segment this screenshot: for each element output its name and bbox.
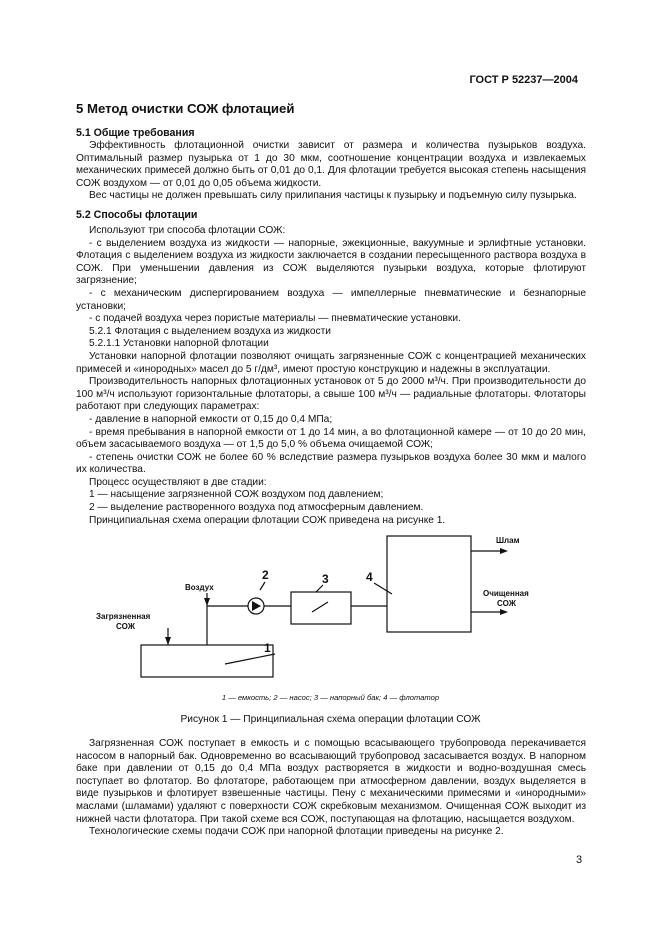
paragraph: Технологические схемы подачи СОЖ при нап… [89,826,504,838]
number-label-3: 3 [322,572,329,586]
list-item: - давление в напорной емкости от 0,15 до… [89,413,333,425]
list-item: - степень очистки СОЖ не более 60 % всле… [76,451,586,476]
clean-sozh-label-line1: Очищенная [483,589,529,598]
pressure-tank-mark [311,601,329,613]
list-item: - время пребывания в напорной емкости от… [76,426,586,451]
suction-pipe [206,605,248,645]
paragraph: Производительность напорных флотационных… [76,376,586,413]
list-item: 1 — насыщение загрязненной СОЖ воздухом … [89,489,384,501]
paragraph: Вес частицы не должен превышать силу при… [89,190,577,202]
leader-1 [224,653,276,665]
subsection-5-1-title: 5.1 Общие требования [76,127,195,139]
subsection-5-2-title: 5.2 Способы флотации [76,209,198,221]
paragraph: Используют три способа флотации СОЖ: [89,225,286,236]
pressure-tank-box [290,591,352,625]
section-title: 5 Метод очистки СОЖ флотацией [76,101,295,116]
clause-heading: 5.2.1 Флотация с выделением воздуха из ж… [89,325,331,337]
paragraph: Процесс осуществляют в две стадии: [89,476,267,488]
dirty-inlet-arrow [165,637,171,645]
number-label-2: 2 [262,568,269,582]
list-item: - с подачей воздуха через пористые матер… [89,313,461,325]
sludge-outlet-arrow [500,548,508,554]
leader-3 [315,584,324,593]
subsection-5-2-body: Используют три способа флотации СОЖ: - с… [76,225,586,527]
list-item: - с механическим диспергированием воздух… [76,287,586,312]
paragraph: Загрязненная СОЖ поступает в емкость и с… [76,738,586,825]
paragraph: Эффективность флотационной очистки завис… [76,140,586,189]
flotator-box [386,535,472,633]
paragraph: Принципиальная схема операции флотации С… [89,514,446,526]
subsection-5-1-body: Эффективность флотационной очистки завис… [76,140,586,203]
number-label-1: 1 [264,641,271,655]
sludge-label: Шлам [496,536,520,545]
leader-4 [373,582,393,595]
figure-caption: Рисунок 1 — Принципиальная схема операци… [180,714,481,725]
document-header: ГОСТ Р 52237—2004 [469,74,578,86]
paragraph: Установки напорной флотации позволяют оч… [76,350,586,375]
clean-sozh-label-line2: СОЖ [497,599,517,608]
list-item: 2 — выделение растворенного воздуха под … [89,502,424,514]
leader-2 [259,581,266,591]
pump-triangle [252,601,261,611]
dirty-sozh-label-line2: СОЖ [116,622,136,631]
figure-legend: 1 — емкость; 2 — насос; 3 — напорный бак… [221,693,440,702]
dirty-sozh-label-line1: Загрязненная [96,612,151,621]
list-item: - с выделением воздуха из жидкости — нап… [76,237,586,287]
tank-box [140,644,274,678]
air-inlet-arrow [204,598,210,606]
number-label-4: 4 [366,570,373,584]
air-label: Воздух [185,583,214,592]
description-body: Загрязненная СОЖ поступает в емкость и с… [76,738,586,839]
clean-outlet-arrow [500,609,508,615]
clause-heading: 5.2.1.1 Установки напорной флотации [89,338,269,350]
flotation-scheme-diagram: Воздух Загрязненная СОЖ Шлам Очищенная С… [96,535,529,678]
page-number: 3 [576,854,583,866]
